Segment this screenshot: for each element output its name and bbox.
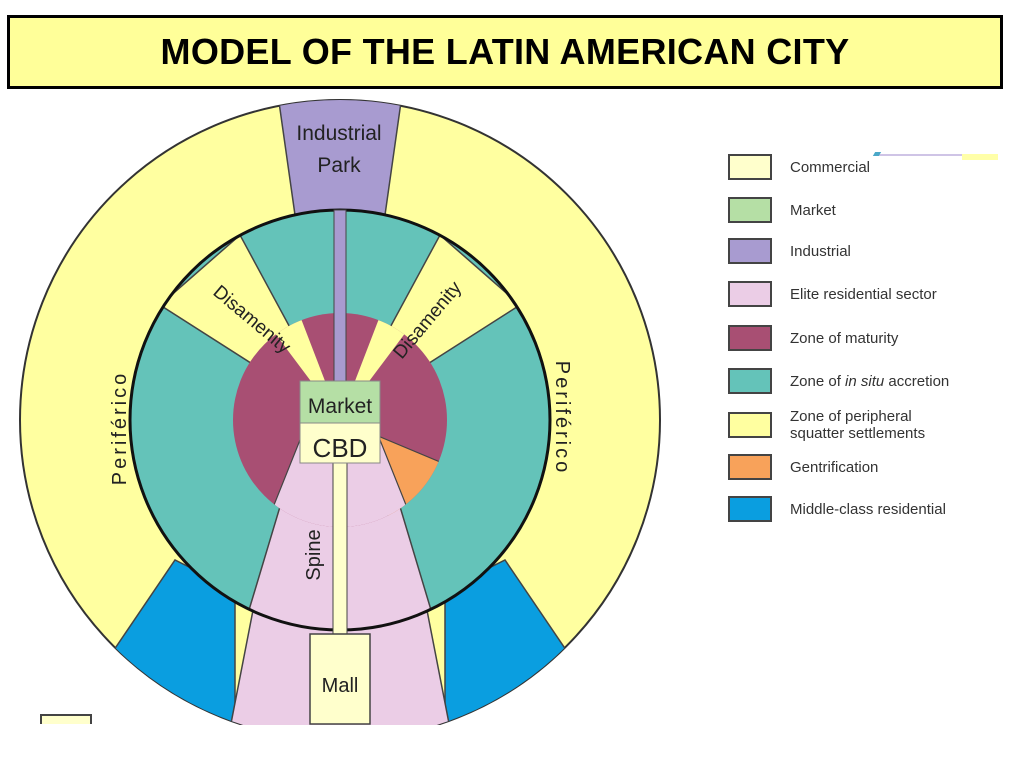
legend-label: Middle-class residential (790, 500, 946, 518)
market-label: Market (308, 395, 372, 418)
legend-label: Zone of maturity (790, 329, 899, 347)
legend-item-in-situ: Zone of in situ accretion (728, 368, 949, 394)
legend-swatch (728, 454, 772, 480)
mall-block (309, 633, 371, 725)
legend-item-elite: Elite residential sector (728, 281, 937, 307)
industrial-label-line2: Park (317, 154, 361, 177)
legend-label-line: squatter settlements (790, 425, 926, 442)
legend-swatch (728, 238, 772, 264)
legend-swatch (728, 281, 772, 307)
legend-label: Market (790, 201, 836, 219)
mall-label: Mall (322, 675, 359, 697)
legend-swatch (728, 154, 772, 180)
industrial-label-line1: Industrial (296, 122, 381, 145)
legend-swatch (728, 368, 772, 394)
legend-item-market: Market (728, 197, 836, 223)
legend-item-gentrification: Gentrification (728, 454, 878, 480)
cbd-block (299, 422, 381, 464)
legend-label-line: Zone of peripheral (790, 408, 912, 425)
cbd-label: CBD (313, 433, 368, 463)
commercial-spine (332, 461, 348, 635)
legend-label: Zone of in situ accretion (790, 372, 950, 390)
legend-swatch (728, 412, 772, 438)
legend-item-middle-class: Middle-class residential (728, 496, 946, 522)
spine-label: Spine (303, 529, 325, 580)
legend-item-industrial: Industrial (728, 238, 851, 264)
legend-swatch (728, 496, 772, 522)
legend-item-commercial: Commercial (728, 154, 870, 180)
partial-legend-swatch (40, 714, 92, 724)
legend-label: Industrial (790, 242, 851, 260)
legend-top-fragment (874, 154, 998, 162)
industrial-strip (333, 209, 347, 383)
legend-label: Elite residential sector (790, 285, 937, 303)
periferico-right-label: Periférico (551, 361, 573, 475)
legend-label: Commercial (790, 158, 871, 176)
legend-label: Gentrification (790, 458, 879, 476)
legend-item-maturity: Zone of maturity (728, 325, 898, 351)
page-title: MODEL OF THE LATIN AMERICAN CITY (160, 31, 850, 72)
title-banner: MODEL OF THE LATIN AMERICAN CITY (7, 15, 1003, 89)
periferico-left-label: Periférico (109, 371, 131, 485)
legend-swatch (728, 197, 772, 223)
legend-swatch (728, 325, 772, 351)
